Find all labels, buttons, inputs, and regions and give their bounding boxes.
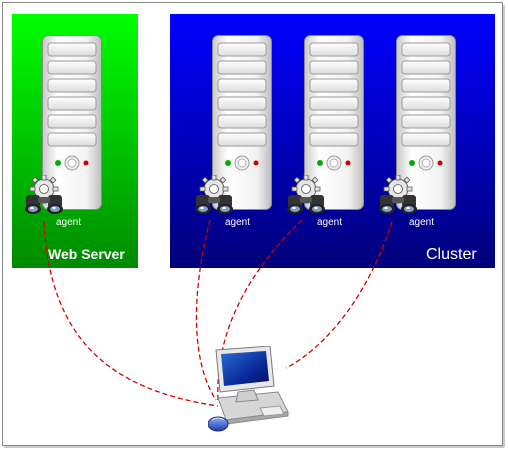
- web-server-label: Web Server: [48, 246, 125, 262]
- connector-web-server: [43, 221, 219, 407]
- connector-cluster-1: [195, 219, 217, 401]
- connector-cluster-3: [285, 221, 393, 369]
- agent-label: agent: [56, 217, 81, 228]
- cluster-label: Cluster: [426, 246, 477, 263]
- agent-label: agent: [409, 217, 434, 228]
- agent-label: agent: [317, 217, 342, 228]
- agent-label: agent: [225, 217, 250, 228]
